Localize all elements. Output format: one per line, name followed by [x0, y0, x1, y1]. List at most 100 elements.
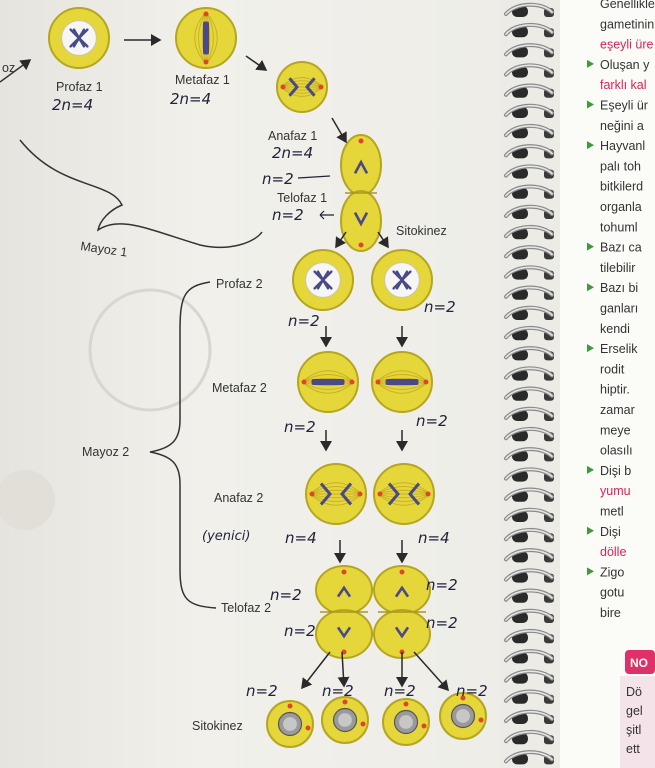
stage-label-telofaz2: Telofaz 2 [221, 601, 271, 615]
handwritten-note: 2n=4 [272, 144, 313, 162]
note-line: gel [626, 704, 643, 718]
handwritten-arrow [320, 211, 334, 219]
binding-ring [506, 752, 554, 764]
stage-label-telofaz1: Telofaz 1 [277, 191, 327, 205]
binding-ring [506, 25, 554, 37]
right-page-line: Hayvanl [600, 139, 645, 153]
binding-ring [506, 692, 554, 704]
handwritten-note: n=2 [426, 614, 458, 632]
handwritten-arrow [298, 176, 330, 178]
right-page-line: dölle [600, 545, 626, 559]
right-page-line: gametinin [600, 17, 654, 31]
right-page-line: Zigo [600, 565, 624, 579]
handwritten-note: n=2 [288, 312, 320, 330]
bullet-marker [587, 101, 594, 109]
binding-ring [506, 732, 554, 744]
note-line: ett [626, 742, 640, 756]
right-page-line: zamar [600, 403, 635, 417]
bullet-marker [587, 527, 594, 535]
right-page-line: tohuml [600, 220, 638, 234]
right-page-line: farklı kal [600, 78, 647, 92]
right-page-line: kendi [600, 322, 630, 336]
stage-label-metafaz2: Metafaz 2 [212, 381, 267, 395]
binding-ring [506, 166, 554, 178]
brace-label-mayoz1: Mayoz 1 [80, 239, 129, 259]
binding-ring [506, 247, 554, 259]
binding-ring [506, 146, 554, 158]
right-page-line: Erselik [600, 342, 638, 356]
handwritten-note: n=2 [456, 682, 488, 700]
binding-ring [506, 126, 554, 138]
cell-anafaz2-left [306, 464, 366, 524]
right-page-line: Eşeyli ür [600, 99, 648, 113]
cell-anafaz1 [277, 62, 327, 112]
stage-label-metafaz1: Metafaz 1 [175, 73, 230, 87]
cell-final-1 [267, 701, 313, 747]
handwritten-note: n=2 [272, 206, 304, 224]
binding-ring [506, 45, 554, 57]
brace-label-mayoz2: Mayoz 2 [82, 445, 129, 459]
faded-background-circle [0, 470, 55, 530]
faded-background-circle [90, 290, 210, 410]
binding-ring [506, 288, 554, 300]
binding-ring [506, 227, 554, 239]
cell-final-2 [322, 697, 368, 743]
cell-drawings [49, 8, 486, 747]
cell-metafaz2-right [372, 352, 432, 412]
cell-metafaz2-left [298, 352, 358, 412]
cell-telofaz1 [341, 135, 381, 251]
cell-metafaz1 [176, 8, 236, 68]
bullet-marker [587, 567, 594, 575]
cell-profaz2-left [293, 250, 353, 310]
right-page-line: yumu [600, 484, 631, 498]
binding-ring [506, 5, 554, 17]
stage-label-profaz2: Profaz 2 [216, 277, 263, 291]
right-page-line: Dişi b [600, 464, 631, 478]
right-page-line: neğini a [600, 119, 644, 133]
mayoz1-brace [20, 140, 262, 247]
right-page-line: bire [600, 606, 621, 620]
binding-ring [506, 671, 554, 683]
binding-ring [506, 86, 554, 98]
right-page-line: meye [600, 423, 631, 437]
right-page-line: eşeyli üre [600, 38, 654, 52]
stage-label-anafaz2: Anafaz 2 [214, 491, 263, 505]
binding-ring [506, 712, 554, 724]
handwritten-note: n=4 [285, 529, 317, 547]
handwritten-note: n=2 [384, 682, 416, 700]
binding-ring [506, 550, 554, 562]
binding-ring [506, 469, 554, 481]
stage-label-sitokinez-bottom: Sitokinez [192, 719, 243, 733]
stage-label-sitokinez-top: Sitokinez [396, 224, 447, 238]
binding-ring [506, 449, 554, 461]
binding-ring [506, 530, 554, 542]
binding-ring [506, 65, 554, 77]
binding-ring [506, 106, 554, 118]
right-page-line: Bazı bi [600, 281, 638, 295]
right-page-line: bitkilerd [600, 180, 643, 194]
right-page-line: metl [600, 505, 624, 519]
handwritten-note: n=2 [246, 682, 278, 700]
binding-ring [506, 591, 554, 603]
right-page-line: hiptir. [600, 383, 630, 397]
binding-ring [506, 510, 554, 522]
note-line: Dö [626, 685, 642, 699]
binding-ring [506, 348, 554, 360]
binding-ring [506, 267, 554, 279]
stage-label-anafaz1: Anafaz 1 [268, 129, 317, 143]
binding-ring [506, 570, 554, 582]
handwritten-note: n=2 [424, 298, 456, 316]
handwritten-note: n=2 [416, 412, 448, 430]
binding-ring [506, 328, 554, 340]
cell-profaz1 [49, 8, 109, 68]
binding-ring [506, 631, 554, 643]
cell-telofaz2-right [374, 566, 430, 658]
right-page-line: olasılı [600, 444, 633, 458]
cell-final-3 [383, 699, 429, 745]
bullet-marker [587, 60, 594, 68]
binding-ring [506, 611, 554, 623]
cell-telofaz2-left [316, 566, 372, 658]
binding-ring [506, 429, 554, 441]
handwritten-note: 2n=4 [170, 90, 211, 108]
